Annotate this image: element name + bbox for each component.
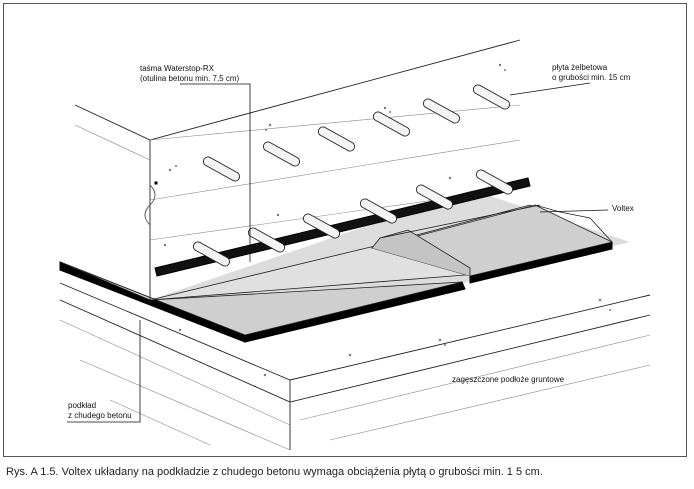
base-label: podkład z chudego betonu [68, 401, 132, 421]
soil-layer [59, 282, 651, 451]
base-label-line1: podkład [68, 401, 97, 410]
voltex-sheet [59, 204, 614, 336]
base-label-line2: z chudego betonu [68, 411, 132, 420]
slab-label-line1: płyta żelbetowa [552, 63, 608, 72]
waterstop-label: taśma Waterstop-RX (otulina betonu min. … [140, 64, 239, 84]
figure-frame [3, 3, 687, 457]
construction-diagram [59, 39, 651, 451]
waterstop-upper [154, 181, 158, 185]
soil-label: zagęszczone podłoże gruntowe [452, 375, 565, 384]
aggregate-texture [163, 63, 611, 377]
voltex-label: Voltex [612, 204, 634, 213]
rebar-upper [203, 84, 510, 182]
leader-lines [67, 82, 609, 423]
figure-caption: Rys. A 1.5. Voltex układany na podkładzi… [6, 466, 543, 478]
concrete-slab [74, 39, 521, 305]
slab-label: płyta żelbetowa o grubości min. 15 cm [552, 63, 630, 83]
waterstop-label-line1: taśma Waterstop-RX [140, 64, 214, 73]
waterstop-label-line2: (otulina betonu min. 7,5 cm) [140, 74, 240, 83]
slab-label-line2: o grubości min. 15 cm [552, 73, 631, 82]
rebar-lower [193, 169, 513, 267]
